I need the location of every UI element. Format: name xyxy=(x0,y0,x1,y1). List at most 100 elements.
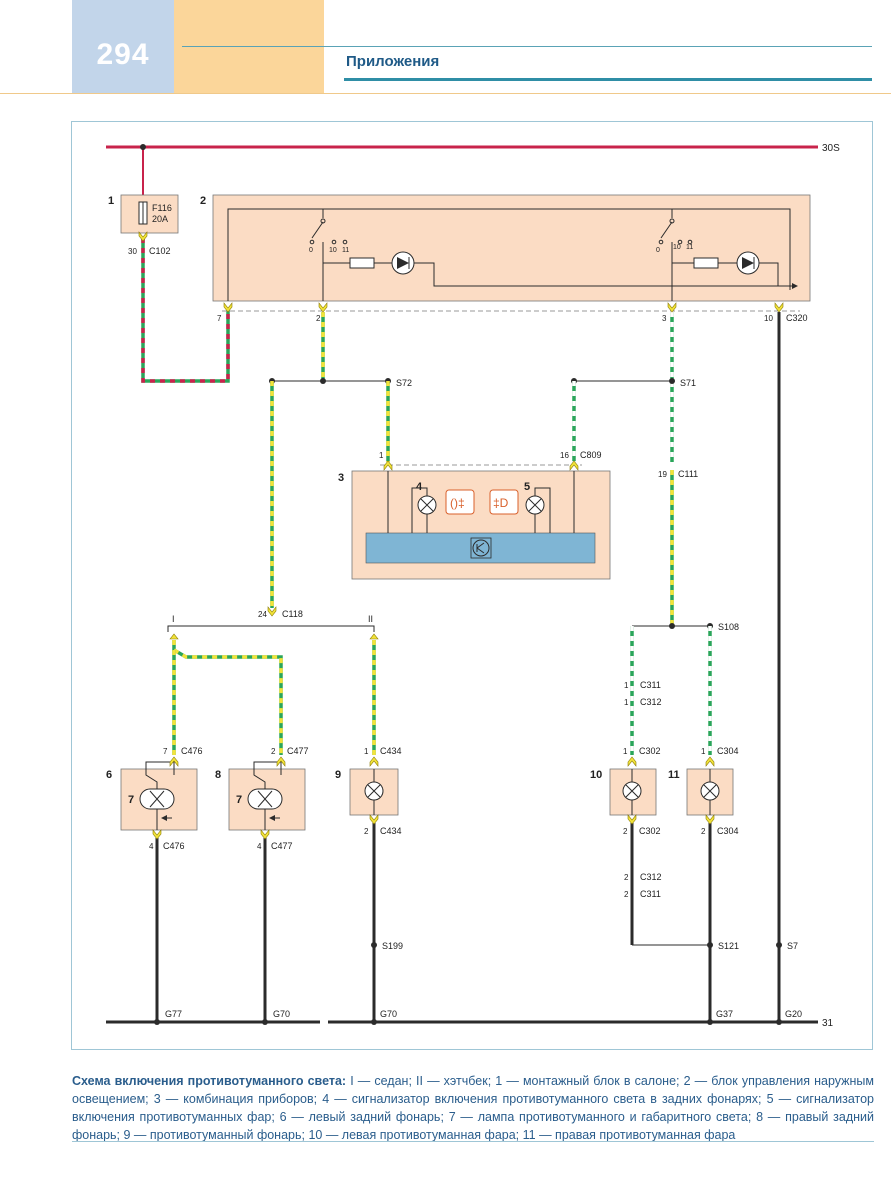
internal-rail xyxy=(227,208,791,301)
lamp9-cross xyxy=(367,784,381,798)
label-s72: S72 xyxy=(396,378,412,388)
component-1-label: 1 xyxy=(108,195,114,207)
pin-2-c304: 2 xyxy=(701,827,706,836)
pin-1-c304: 1 xyxy=(701,747,706,756)
pin-1-c302: 1 xyxy=(623,747,628,756)
label-g77: G77 xyxy=(165,1009,182,1019)
pin-19: 19 xyxy=(658,470,667,479)
node-g77 xyxy=(154,1019,160,1025)
caption-rule xyxy=(72,1141,874,1142)
switch-left-pos0: 0 xyxy=(309,247,313,254)
component-9-label: 9 xyxy=(335,769,341,781)
label-g37: G37 xyxy=(716,1009,733,1019)
right-led-out xyxy=(759,262,779,286)
pin-4-c477: 4 xyxy=(257,842,262,851)
label-s71: S71 xyxy=(680,378,696,388)
label-s121: S121 xyxy=(718,941,739,951)
lamp11-cross xyxy=(703,784,717,798)
pin-1-c312: 1 xyxy=(624,698,629,707)
cluster-transistor-lines xyxy=(476,542,485,554)
label-c302-bottom: C302 xyxy=(639,826,661,836)
header-rule-top xyxy=(182,46,872,47)
header-baseline xyxy=(0,93,891,94)
label-c312-top: C312 xyxy=(640,697,662,707)
rear-fog-icon xyxy=(445,489,475,515)
label-c434-top: C434 xyxy=(380,746,402,756)
pin-7-c476: 7 xyxy=(163,747,168,756)
switch-right-c0 xyxy=(658,239,664,245)
label-c434-bottom: C434 xyxy=(380,826,402,836)
label-c311-top: C311 xyxy=(640,680,661,690)
header-page-block xyxy=(72,0,174,93)
node-g37 xyxy=(707,1019,713,1025)
label-c304-top: C304 xyxy=(717,746,739,756)
component-5-label: 5 xyxy=(524,481,530,493)
lamp7-left-feed xyxy=(145,761,175,789)
pin-3: 3 xyxy=(662,314,667,323)
pin-30: 30 xyxy=(128,247,137,256)
node-g70-right xyxy=(371,1019,377,1025)
label-c320: C320 xyxy=(786,313,808,323)
pin-2-c434: 2 xyxy=(364,827,369,836)
node-s121 xyxy=(707,942,713,948)
pin-2: 2 xyxy=(316,314,321,323)
pin-7: 7 xyxy=(217,314,222,323)
cluster-bar xyxy=(365,532,596,564)
component-6-label: 6 xyxy=(106,769,112,781)
node-s199 xyxy=(371,942,377,948)
label-variant-ii: II xyxy=(368,614,373,624)
block-2-control-unit xyxy=(212,194,811,302)
rear-fog-glyph: ()‡ xyxy=(450,496,465,510)
switch-left-pos10: 10 xyxy=(329,247,337,254)
component-10-label: 10 xyxy=(590,769,602,781)
pin-1-cluster: 1 xyxy=(379,451,384,460)
pin-24: 24 xyxy=(258,610,267,619)
switch-right-pivot xyxy=(669,218,675,224)
fuse-rating: 20A xyxy=(152,214,168,224)
label-30s: 30S xyxy=(822,143,840,154)
cluster-wire-lamp4 xyxy=(411,487,428,533)
pin-2-c311: 2 xyxy=(624,890,629,899)
pin-4-c476: 4 xyxy=(149,842,154,851)
caption-body: I — седан; II — хэтчбек; 1 — монтажный б… xyxy=(72,1074,874,1142)
label-c477-top: C477 xyxy=(287,746,309,756)
label-s108: S108 xyxy=(718,622,739,632)
lamp7-right-cross xyxy=(257,790,273,808)
pin-1-c434: 1 xyxy=(364,747,369,756)
pin-2-c477: 2 xyxy=(271,747,276,756)
node-s7 xyxy=(776,942,782,948)
label-s7: S7 xyxy=(787,941,798,951)
section-title: Приложения xyxy=(346,53,440,70)
node-g20 xyxy=(776,1019,782,1025)
switch-left-pos11: 11 xyxy=(342,247,349,254)
component-4-label: 4 xyxy=(416,481,423,493)
caption-title: Схема включения противотуманного света: xyxy=(72,1074,347,1088)
page-number: 294 xyxy=(96,38,150,71)
node-30s xyxy=(140,144,146,150)
node-s71-b xyxy=(669,378,675,384)
label-c304-bottom: C304 xyxy=(717,826,739,836)
pin-1-c311: 1 xyxy=(624,681,629,690)
label-c809: C809 xyxy=(580,450,602,460)
switch-left xyxy=(311,221,324,239)
lamp7-right-feed xyxy=(253,761,282,789)
switch-right-c10 xyxy=(677,239,683,245)
component-8-label: 8 xyxy=(215,769,221,781)
component-7a-label: 7 xyxy=(128,794,134,806)
led-right-triangle xyxy=(742,257,754,269)
fuse-name: F116 xyxy=(152,203,172,213)
component-2-label: 2 xyxy=(200,195,206,207)
cluster-transistor-icon xyxy=(472,539,490,557)
pin-10: 10 xyxy=(764,314,773,323)
label-c102: C102 xyxy=(149,246,171,256)
wire-variant-i-stripe xyxy=(172,640,283,755)
label-c311-bottom: C311 xyxy=(640,889,661,899)
switch-left-c0 xyxy=(309,239,315,245)
switch-right xyxy=(660,221,673,239)
resistor-left xyxy=(349,257,375,269)
switch-right-pos11: 11 xyxy=(686,244,693,251)
component-7b-label: 7 xyxy=(236,794,242,806)
node-s72-b xyxy=(320,378,326,384)
label-c302-top: C302 xyxy=(639,746,661,756)
cluster-icon-frame xyxy=(470,537,492,559)
